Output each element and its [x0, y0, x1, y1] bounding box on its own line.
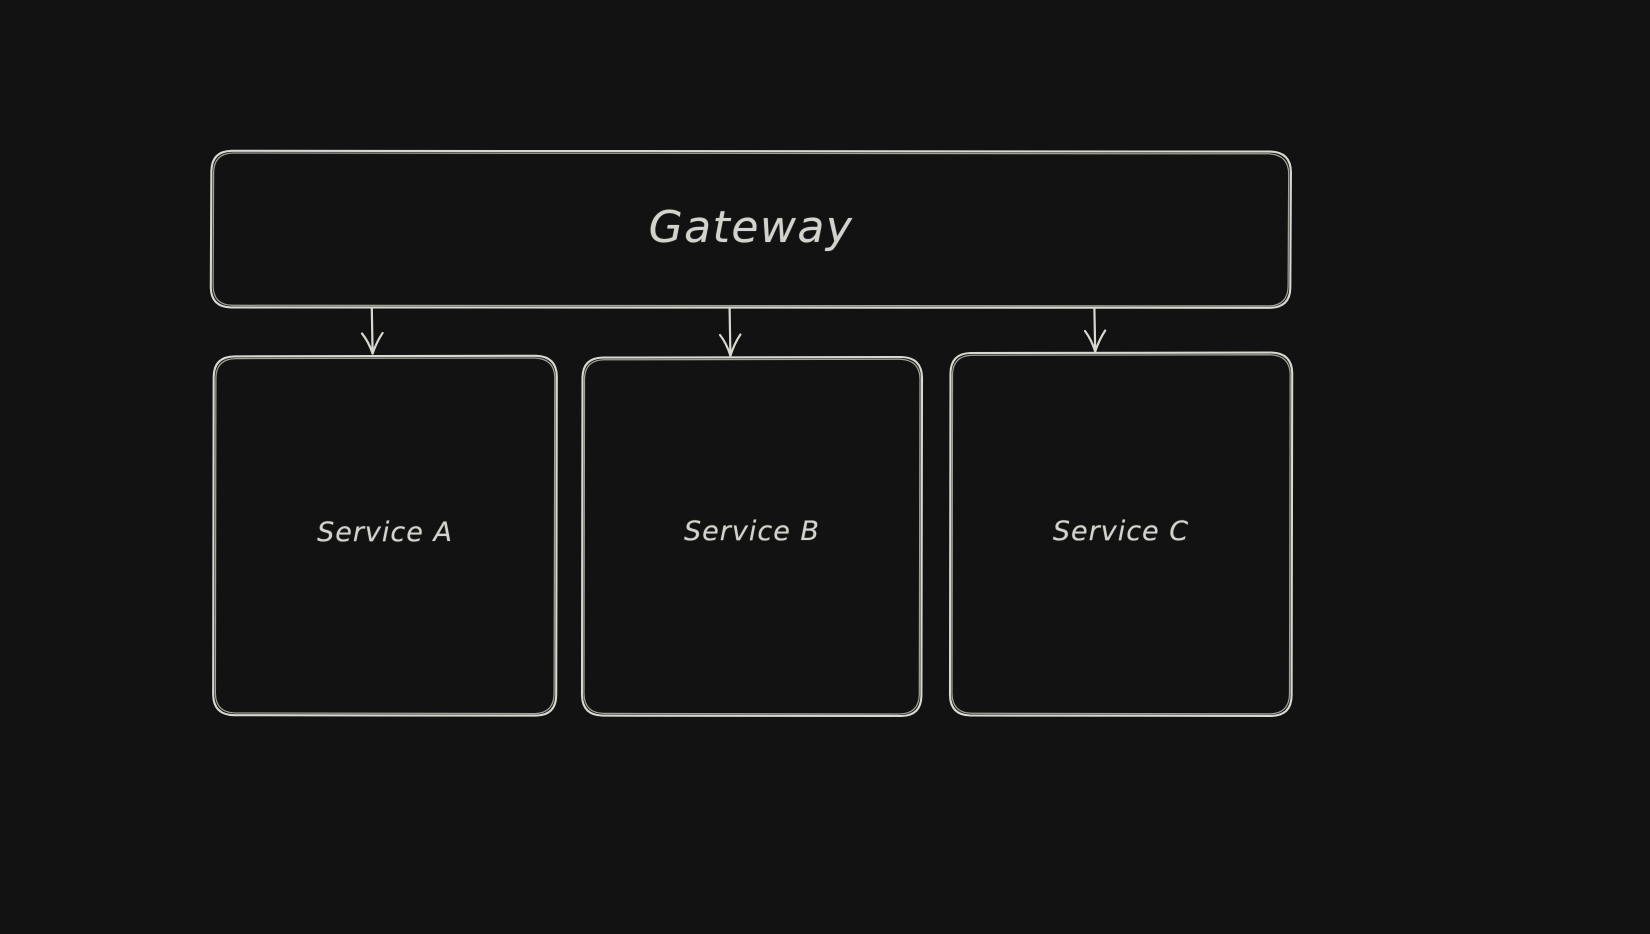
node-label-service-c: Service C [1052, 516, 1190, 547]
node-shape-service-b[interactable] [580, 355, 924, 718]
edge-gateway-service-a[interactable] [360, 307, 384, 355]
node-label-service-a: Service A [317, 517, 453, 548]
node-label-service-b: Service B [684, 516, 820, 547]
edge-gateway-service-c[interactable] [1083, 307, 1107, 353]
node-label-gateway: Gateway [648, 202, 854, 253]
node-shape-service-c[interactable] [948, 351, 1294, 717]
edge-gateway-service-b[interactable] [718, 307, 742, 357]
node-shape-gateway[interactable] [209, 149, 1292, 309]
node-shape-service-a[interactable] [212, 354, 558, 717]
